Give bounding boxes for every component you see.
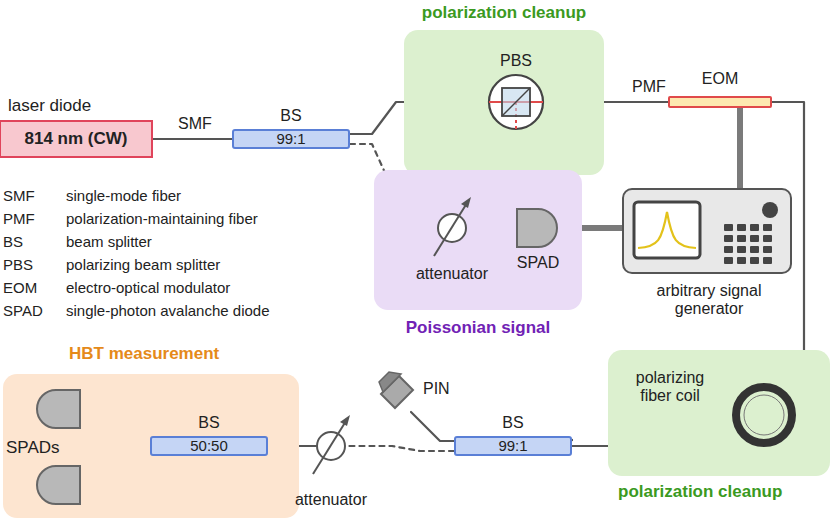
key (750, 257, 759, 264)
node-label: EOM (702, 70, 738, 88)
node-label: PIN (423, 380, 450, 398)
node-label: laser diode (8, 96, 91, 116)
abbreviation-definition: single-mode fiber (66, 187, 181, 204)
attenuator-arrow (313, 421, 346, 474)
pbs-circle (489, 75, 543, 129)
node-box: BS99:1 (454, 436, 572, 456)
key (763, 257, 772, 264)
node-box: laser diode814 nm (CW) (0, 120, 153, 158)
node-label: SPADs (6, 438, 60, 458)
optical-fiber (153, 138, 232, 140)
arrow-head (340, 415, 350, 426)
key (724, 257, 733, 264)
node-label: PBS (500, 52, 532, 70)
abbreviation: PBS (3, 256, 33, 273)
node-box: PBS (488, 74, 544, 130)
node-label: SPAD (517, 254, 559, 272)
abbreviation: SMF (3, 187, 35, 204)
fiber-coil (736, 387, 792, 443)
detector-body (37, 466, 80, 504)
node-box: PIN (375, 372, 417, 412)
node-label: HBT measurement (69, 344, 219, 364)
key (763, 235, 772, 242)
node-box: HBT measurementBS50:50SPADs (3, 374, 299, 518)
key (724, 246, 733, 253)
key (724, 235, 733, 242)
att-symbol (316, 431, 346, 461)
abbreviation-definition: polarization-maintaining fiber (66, 210, 258, 227)
signal-cable (737, 108, 743, 188)
abbreviation: PMF (3, 210, 35, 227)
optical-fiber (411, 412, 454, 441)
attenuator-arrow (434, 203, 467, 256)
node-box: polarizing fiber coil (732, 383, 796, 447)
key (737, 246, 746, 253)
key (750, 246, 759, 253)
key (750, 235, 759, 242)
abbreviation-definition: single-photon avalanche diode (66, 302, 270, 319)
abbreviation: EOM (3, 279, 37, 296)
node-label: arbitrary signal generator (634, 282, 784, 319)
node-box: arbitrary signal generator (622, 188, 792, 274)
node-box: attenuator (437, 213, 467, 243)
lorentzian-trace (638, 212, 696, 248)
node-box: SPADs (6, 388, 82, 510)
node-box: attenuator (316, 431, 346, 461)
pin-symbol (375, 372, 417, 412)
node-label: 99:1 (456, 437, 570, 454)
node-label: BS (280, 107, 301, 125)
knob (762, 202, 778, 218)
dright-symbol (516, 208, 560, 248)
fiber-label: PMF (632, 78, 666, 96)
key (737, 224, 746, 231)
asg-symbol (624, 190, 790, 272)
node-label: polarizing fiber coil (618, 369, 722, 406)
node-label: BS (198, 414, 219, 432)
key (737, 257, 746, 264)
free-space-beam (346, 446, 454, 451)
fiber-label: SMF (178, 115, 212, 133)
coil-symbol (732, 383, 796, 447)
photodiode-cap (379, 372, 401, 392)
coil-inner (744, 395, 784, 435)
key (763, 224, 772, 231)
detector-body (37, 390, 80, 428)
key (724, 224, 733, 231)
abbreviation-definition: beam splitter (66, 233, 152, 250)
node-box: EOM (668, 96, 772, 108)
key (750, 224, 759, 231)
node-label: BS (502, 414, 523, 432)
key (737, 235, 746, 242)
detector-body (517, 209, 557, 247)
pbs-symbol (488, 74, 544, 130)
node-label: polarization cleanup (422, 3, 586, 23)
node-label: Poissonian signal (406, 318, 551, 338)
screen (634, 202, 700, 258)
node-box: SPAD (516, 208, 560, 248)
node-box: Poissonian signalattenuatorSPAD (374, 170, 582, 310)
node-box: polarization cleanuppolarizing fiber coi… (608, 350, 830, 476)
cube-outline (502, 88, 530, 116)
abbreviation-definition: polarizing beam splitter (66, 256, 220, 273)
node-label: attenuator (416, 265, 488, 283)
node-label: 814 nm (CW) (1, 129, 151, 149)
node-label: polarization cleanup (618, 482, 782, 502)
att-symbol (437, 213, 467, 243)
abbreviation: BS (3, 233, 23, 250)
key (763, 246, 772, 253)
abbreviation: SPAD (3, 302, 43, 319)
node-label: attenuator (295, 491, 367, 509)
node-box: polarization cleanupPBS (404, 30, 604, 175)
node-label: 99:1 (234, 130, 348, 147)
abbreviation-definition: electro-optical modulator (66, 279, 230, 296)
arrow-head (461, 197, 471, 208)
node-box: BS99:1 (232, 129, 350, 149)
node-label: 50:50 (152, 437, 266, 454)
node-box: BS50:50 (150, 436, 268, 456)
cube-diagonal (502, 88, 530, 116)
